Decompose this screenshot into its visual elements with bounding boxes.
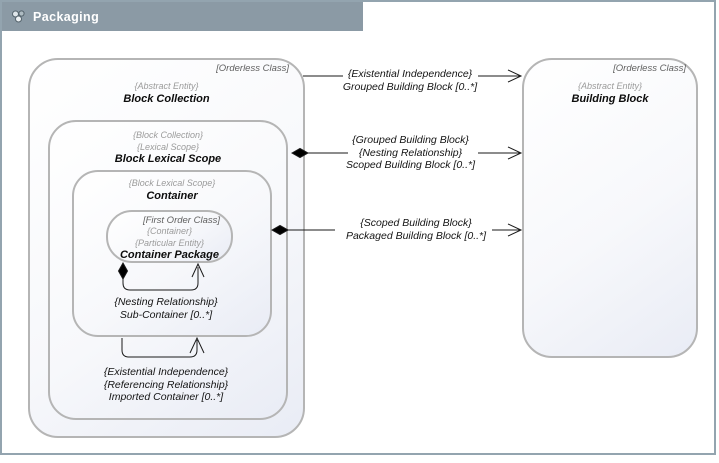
- node-title: Container: [146, 189, 198, 202]
- node-title: Block Collection: [123, 92, 210, 105]
- node-order-bracket: [Orderless Class]: [613, 63, 686, 74]
- node-stereotype: {Lexical Scope}: [136, 141, 200, 152]
- node-title: Block Lexical Scope: [114, 153, 222, 165]
- open-arrowhead-icon: [507, 69, 523, 83]
- connector-sub-container[interactable]: [117, 261, 205, 291]
- label-packaged-building-block[interactable]: {Scoped Building Block} Packaged Buildin…: [345, 217, 487, 242]
- node-building-block[interactable]: [Orderless Class] {Abstract Entity} Buil…: [522, 58, 698, 358]
- connector-imported-container[interactable]: [121, 336, 205, 358]
- node-order-bracket: [First Order Class]: [142, 215, 220, 226]
- connector-scoped-building-block[interactable]: [290, 146, 523, 160]
- packaging-diagram-icon: [12, 10, 25, 23]
- node-order-bracket: [Orderless Class]: [216, 63, 289, 74]
- node-stereotype: {Particular Entity}: [134, 237, 205, 248]
- node-title: Building Block: [571, 92, 649, 105]
- node-stereotype: {Block Lexical Scope}: [128, 178, 216, 188]
- node-stereotype: {Abstract Entity}: [134, 81, 199, 91]
- label-grouped-building-block[interactable]: {Existential Independence} Grouped Build…: [342, 68, 478, 93]
- composition-diamond-icon: [290, 147, 310, 159]
- connector-packaged-building-block[interactable]: [270, 223, 523, 237]
- composition-diamond-icon: [270, 224, 290, 236]
- open-arrowhead-icon: [507, 223, 523, 237]
- connector-grouped-building-block[interactable]: [303, 69, 523, 83]
- label-sub-container[interactable]: {Nesting Relationship} Sub-Container [0.…: [114, 296, 218, 321]
- label-scoped-building-block[interactable]: {Grouped Building Block} {Nesting Relati…: [346, 134, 475, 171]
- composition-diamond-icon: [117, 261, 129, 281]
- node-stereotype: {Block Collection}: [132, 130, 204, 140]
- node-title: Container Package: [119, 249, 220, 261]
- node-container-package[interactable]: [First Order Class] {Container} {Particu…: [106, 210, 233, 263]
- node-stereotype: {Abstract Entity}: [577, 81, 643, 91]
- diagram-title-bar[interactable]: Packaging: [2, 2, 363, 31]
- diagram-title: Packaging: [33, 9, 100, 24]
- open-arrowhead-icon: [189, 336, 205, 354]
- node-stereotype: {Container}: [146, 226, 193, 236]
- open-arrowhead-icon: [507, 146, 523, 160]
- open-arrowhead-icon: [191, 262, 205, 278]
- label-imported-container[interactable]: {Existential Independence} {Referencing …: [103, 366, 229, 403]
